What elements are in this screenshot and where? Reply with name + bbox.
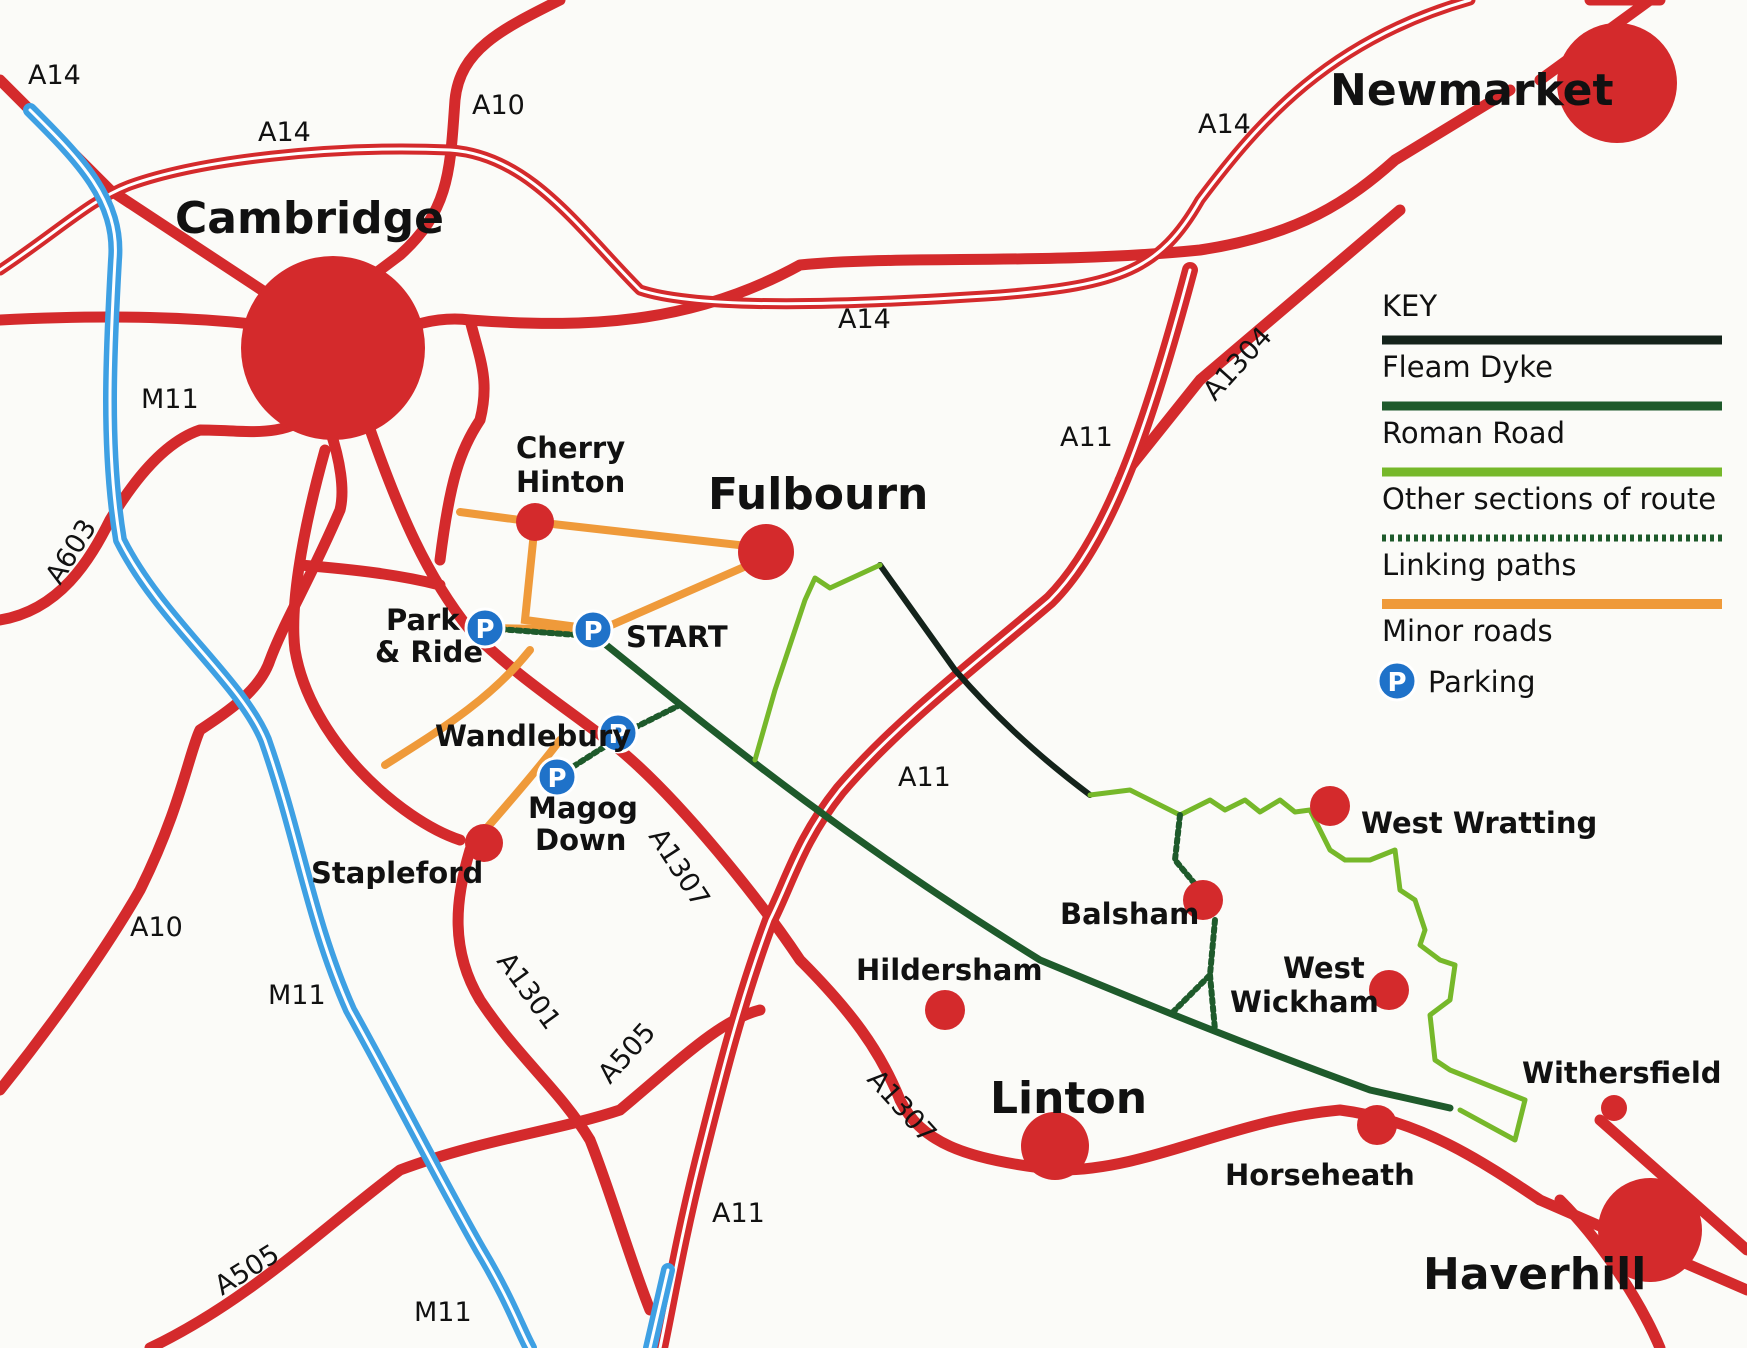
label-cherry-hinton-1: Cherry bbox=[516, 431, 625, 465]
label-stapleford: Stapleford bbox=[311, 856, 483, 890]
label-a14-cam: A14 bbox=[258, 117, 311, 148]
cherry-hinton-road bbox=[434, 314, 490, 566]
label-withersfield: Withersfield bbox=[1522, 1056, 1722, 1090]
label-cambridge: Cambridge bbox=[175, 193, 444, 244]
balsham-marker bbox=[1183, 880, 1223, 920]
label-cherry-hinton-2: Hinton bbox=[516, 465, 625, 499]
stapleford-marker bbox=[465, 824, 503, 862]
parking-magog-down: P bbox=[536, 756, 578, 798]
cambridge-marker bbox=[241, 256, 425, 440]
label-a14-w: A14 bbox=[28, 60, 81, 91]
fleam-dyke-route bbox=[877, 562, 1093, 798]
a10-south-road bbox=[0, 424, 348, 1096]
label-fulbourn: Fulbourn bbox=[708, 469, 928, 520]
key-label-parking: Parking bbox=[1428, 665, 1536, 699]
label-balsham: Balsham bbox=[1060, 897, 1199, 931]
west-wratting-marker bbox=[1310, 786, 1350, 826]
svg-text:P: P bbox=[475, 615, 494, 645]
label-park-ride-2: & Ride bbox=[375, 635, 483, 669]
label-west-wickham-1: West bbox=[1283, 951, 1365, 985]
towns bbox=[241, 23, 1702, 1282]
label-a11-mid: A11 bbox=[898, 762, 951, 793]
a1301-road bbox=[452, 844, 656, 1316]
key-label-other-route: Other sections of route bbox=[1382, 482, 1716, 516]
label-start: START bbox=[626, 620, 728, 654]
walking-route bbox=[482, 562, 1528, 1143]
parking-start: P bbox=[572, 609, 614, 651]
west-wickham-marker bbox=[1369, 970, 1409, 1010]
dual-carriageways bbox=[652, 262, 1198, 1353]
withersfield-marker bbox=[1601, 1095, 1627, 1121]
label-newmarket: Newmarket bbox=[1330, 65, 1614, 116]
label-a11-s: A11 bbox=[712, 1198, 765, 1229]
label-park-ride-1: Park bbox=[386, 603, 460, 637]
other-route-east bbox=[1087, 787, 1528, 1143]
key-label-linking-paths: Linking paths bbox=[1382, 548, 1577, 582]
newmarket-marker bbox=[1557, 23, 1677, 143]
parking-markers: P P P P bbox=[464, 607, 639, 798]
label-a10-s: A10 bbox=[130, 912, 183, 943]
label-wandlebury: Wandlebury bbox=[435, 719, 631, 753]
label-haverhill: Haverhill bbox=[1423, 1249, 1646, 1300]
m11-motorway bbox=[23, 103, 675, 1353]
key-label-minor-roads: Minor roads bbox=[1382, 614, 1553, 648]
label-a11-n: A11 bbox=[1060, 422, 1113, 453]
label-a10-n: A10 bbox=[472, 90, 525, 121]
label-hildersham: Hildersham bbox=[856, 953, 1043, 987]
svg-text:P: P bbox=[583, 617, 602, 647]
label-m11-mid: M11 bbox=[268, 980, 326, 1011]
parking-park-ride: P bbox=[464, 607, 506, 649]
label-linton: Linton bbox=[990, 1073, 1147, 1124]
key-label-fleam-dyke: Fleam Dyke bbox=[1382, 350, 1553, 384]
hills-road bbox=[288, 444, 466, 846]
key-label-roman-road: Roman Road bbox=[1382, 416, 1565, 450]
map-key: KEY Fleam Dyke Roman Road Other sections… bbox=[1376, 289, 1722, 702]
parking-wandlebury: P bbox=[597, 712, 639, 754]
label-m11-s: M11 bbox=[414, 1297, 472, 1328]
label-west-wratting: West Wratting bbox=[1361, 806, 1597, 840]
key-swatch-parking: P bbox=[1376, 660, 1418, 702]
a603-road bbox=[0, 404, 326, 626]
label-magog-2: Down bbox=[535, 823, 626, 857]
label-west-wickham-2: Wickham bbox=[1230, 985, 1379, 1019]
label-a14-ne: A14 bbox=[1198, 109, 1251, 140]
label-a14-mid: A14 bbox=[838, 304, 891, 335]
road-labels: A14 A14 A10 A14 A14 M11 A603 A1304 A11 A… bbox=[28, 60, 1279, 1328]
key-title: KEY bbox=[1382, 289, 1437, 323]
hildersham-marker bbox=[925, 990, 965, 1030]
haverhill-marker bbox=[1598, 1178, 1702, 1282]
haverhill-road bbox=[1554, 1194, 1666, 1353]
label-a1304: A1304 bbox=[1197, 321, 1278, 407]
a505-road bbox=[144, 1004, 766, 1353]
cross-link-road bbox=[294, 559, 446, 591]
fulbourn-marker bbox=[738, 524, 794, 580]
svg-text:P: P bbox=[547, 764, 566, 794]
cherry-hinton-marker bbox=[516, 503, 554, 541]
roman-road-route bbox=[596, 636, 1454, 1112]
label-a1307-s: A1307 bbox=[861, 1064, 942, 1150]
label-horseheath: Horseheath bbox=[1225, 1158, 1415, 1192]
horseheath-marker bbox=[1357, 1105, 1397, 1145]
svg-text:P: P bbox=[1387, 668, 1406, 698]
label-magog-1: Magog bbox=[528, 791, 638, 825]
town-labels: Cambridge Newmarket Fulbourn Cherry Hint… bbox=[175, 65, 1722, 1300]
newmarket-road bbox=[354, 84, 1516, 351]
a10-north-road bbox=[334, 0, 566, 306]
a1304-road bbox=[1114, 204, 1406, 486]
label-m11-n: M11 bbox=[141, 384, 199, 415]
linton-marker bbox=[1021, 1112, 1089, 1180]
other-route-west bbox=[752, 562, 883, 763]
svg-text:P: P bbox=[608, 720, 627, 750]
